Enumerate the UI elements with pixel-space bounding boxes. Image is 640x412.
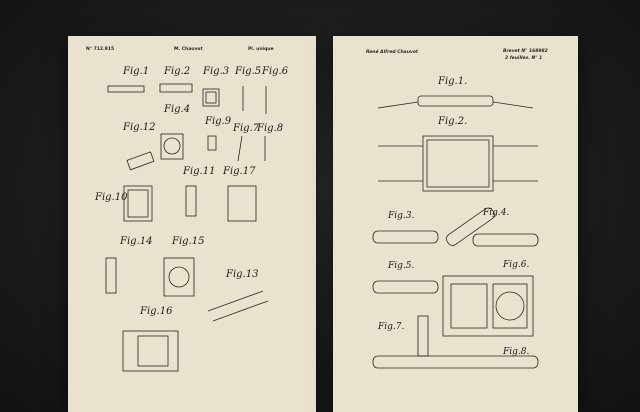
- figure-label: Fig.11: [183, 166, 216, 177]
- figure-label: Fig.13: [226, 269, 259, 280]
- figure-label: Fig.17: [223, 166, 256, 177]
- figure-label: Fig.7: [233, 123, 260, 134]
- figure-label: Fig.5.: [388, 261, 415, 271]
- patent-number: Brevet N° 168982: [503, 49, 548, 54]
- figure-label: Fig.10: [95, 192, 128, 203]
- figure-label: Fig.3.: [388, 211, 415, 221]
- figure-label: Fig.5: [235, 66, 262, 77]
- sheet-count: 2 feuilles. N° 1: [505, 56, 543, 61]
- figure-label: Fig.14: [120, 236, 153, 247]
- figure-label: Fig.6.: [503, 260, 530, 270]
- figure-label: Fig.12: [123, 122, 156, 133]
- figure-label: Fig.2: [164, 66, 191, 77]
- inventor-name: M. Chauvot: [174, 47, 203, 52]
- figure-label: Fig.4.: [483, 208, 510, 218]
- inventor-name: René Alfred Chauvot: [366, 50, 419, 55]
- figure-label: Fig.1: [123, 66, 150, 77]
- figure-label: Fig.1.: [438, 76, 468, 87]
- figure-label: Fig.8.: [503, 347, 530, 357]
- patent-number: N° 712.915: [86, 47, 115, 52]
- figure-label: Fig.15: [172, 236, 205, 247]
- left-patent-sheet: N° 712.915 M. Chauvot Pl. unique Fig.1 F…: [68, 36, 316, 412]
- figure-label: Fig.6: [262, 66, 289, 77]
- plate-label: Pl. unique: [248, 47, 274, 52]
- figure-label: Fig.7.: [378, 322, 405, 332]
- figure-label: Fig.4: [164, 104, 191, 115]
- figure-label: Fig.16: [140, 306, 173, 317]
- figure-label: Fig.8: [257, 123, 284, 134]
- figure-label: Fig.3: [203, 66, 230, 77]
- figure-label: Fig.2.: [438, 116, 468, 127]
- figure-label: Fig.9: [205, 116, 232, 127]
- right-patent-sheet: René Alfred Chauvot Brevet N° 168982 2 f…: [333, 36, 578, 412]
- left-drawings: [105, 83, 269, 372]
- right-drawings: [372, 95, 539, 369]
